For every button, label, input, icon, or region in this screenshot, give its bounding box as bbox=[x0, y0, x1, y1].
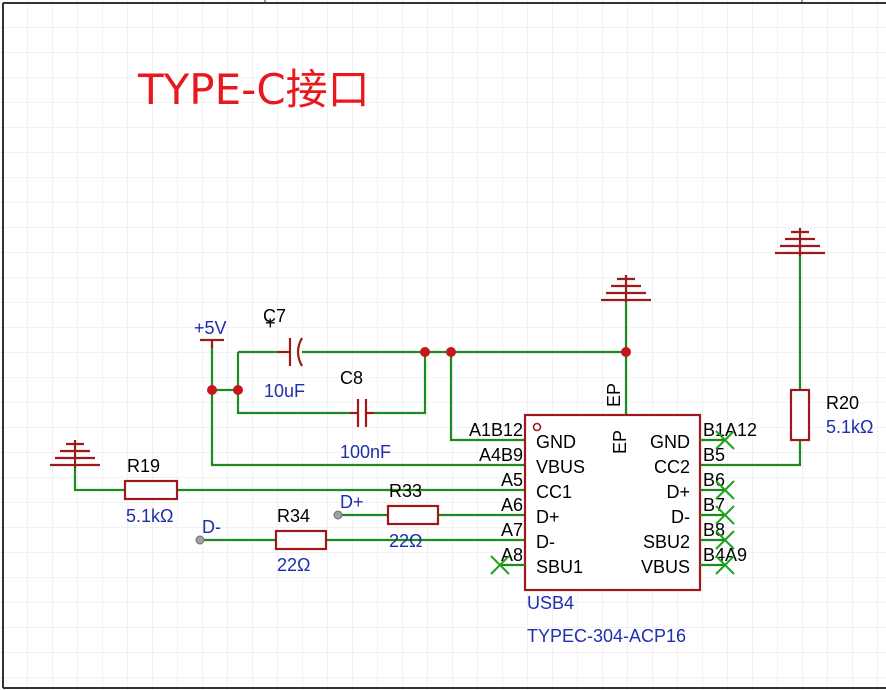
resistor-r34[interactable]: R34 22Ω bbox=[274, 506, 328, 575]
ic-ep-pin-number: EP bbox=[604, 383, 624, 407]
ic-pin-name: GND bbox=[650, 432, 690, 452]
right-pin-stubs bbox=[500, 438, 725, 567]
junction-dot bbox=[621, 347, 631, 357]
r20-ref: R20 bbox=[826, 393, 859, 413]
resistor-r33[interactable]: R33 22Ω bbox=[386, 481, 440, 551]
ic-pin-number: A8 bbox=[501, 545, 523, 565]
ground-symbol-right[interactable] bbox=[775, 228, 825, 256]
ic-pin-number: A6 bbox=[501, 495, 523, 515]
net-label-dplus[interactable]: D+ bbox=[333, 492, 364, 520]
ic-pin-name: D- bbox=[536, 532, 555, 552]
ic-pin-name: D+ bbox=[666, 482, 690, 502]
ic-pin-name: D+ bbox=[536, 507, 560, 527]
resistor-r19[interactable]: R19 5.1kΩ bbox=[123, 456, 179, 526]
ground-symbol-ep[interactable] bbox=[601, 275, 651, 302]
ic-ep-pin-name: EP bbox=[610, 430, 630, 454]
ic-pin-name: GND bbox=[536, 432, 576, 452]
r33-ref: R33 bbox=[389, 481, 422, 501]
ic-pin-name: SBU1 bbox=[536, 557, 583, 577]
power-5v-label: +5V bbox=[194, 318, 227, 338]
r33-value: 22Ω bbox=[389, 531, 422, 551]
r19-ref: R19 bbox=[127, 456, 160, 476]
typec-connector[interactable]: EP EP A1B12 GND A4B9 VBUS A5 CC1 A6 D+ A… bbox=[469, 383, 757, 646]
net-label-dminus[interactable]: D- bbox=[195, 517, 221, 545]
ic-right-pins: B1A12 GND B5 CC2 B6 D+ B7 D- B8 SBU2 B4A… bbox=[641, 420, 757, 577]
no-connect-markers bbox=[490, 430, 735, 575]
ic-pin-name: VBUS bbox=[536, 457, 585, 477]
c7-value: 10uF bbox=[264, 381, 305, 401]
r34-value: 22Ω bbox=[277, 555, 310, 575]
ground-symbol-left[interactable] bbox=[50, 440, 100, 468]
no-connect-x-icon bbox=[715, 555, 735, 575]
no-connect-x-icon bbox=[715, 505, 735, 525]
ic-pin-name: D- bbox=[671, 507, 690, 527]
junction-dot bbox=[420, 347, 430, 357]
ic-pin-number: A5 bbox=[501, 470, 523, 490]
ic-pin-name: SBU2 bbox=[643, 532, 690, 552]
junctions bbox=[207, 347, 631, 395]
ic-pin-number: B5 bbox=[703, 445, 725, 465]
r34-ref: R34 bbox=[277, 506, 310, 526]
ic-pin-number: A4B9 bbox=[479, 445, 523, 465]
junction-dot bbox=[446, 347, 456, 357]
ic-pin-name: VBUS bbox=[641, 557, 690, 577]
ic-pin-name: CC1 bbox=[536, 482, 572, 502]
junction-dot bbox=[233, 385, 243, 395]
ic-ref: USB4 bbox=[527, 593, 574, 613]
junction-dot bbox=[207, 385, 217, 395]
no-connect-x-icon bbox=[715, 530, 735, 550]
capacitor-c7[interactable]: + C7 10uF bbox=[263, 306, 305, 401]
resistor-r20[interactable]: R20 5.1kΩ bbox=[789, 388, 873, 442]
no-connect-x-icon bbox=[490, 555, 510, 575]
ic-pin-number: A7 bbox=[501, 520, 523, 540]
r19-value: 5.1kΩ bbox=[126, 506, 173, 526]
ic-pin-name: CC2 bbox=[654, 457, 690, 477]
c7-polarity-mark: + bbox=[265, 313, 276, 333]
net-dplus-text: D+ bbox=[340, 492, 364, 512]
c8-ref: C8 bbox=[340, 368, 363, 388]
sheet-title: TYPE-C接口 bbox=[137, 65, 370, 114]
ic-pin-number: A1B12 bbox=[469, 420, 523, 440]
net-dminus-text: D- bbox=[202, 517, 221, 537]
no-connect-x-icon bbox=[715, 430, 735, 450]
ic-pin-number: B1A12 bbox=[703, 420, 757, 440]
r20-value: 5.1kΩ bbox=[826, 417, 873, 437]
ic-left-pins: A1B12 GND A4B9 VBUS A5 CC1 A6 D+ A7 D- A… bbox=[469, 420, 585, 577]
ic-pin-number: B4A9 bbox=[703, 545, 747, 565]
ic-part-number: TYPEC-304-ACP16 bbox=[527, 626, 686, 646]
power-5v[interactable]: +5V bbox=[194, 318, 227, 348]
c7-ref: C7 bbox=[263, 306, 286, 326]
capacitor-c8[interactable]: C8 100nF bbox=[340, 368, 391, 462]
no-connect-x-icon bbox=[715, 480, 735, 500]
c8-value: 100nF bbox=[340, 442, 391, 462]
